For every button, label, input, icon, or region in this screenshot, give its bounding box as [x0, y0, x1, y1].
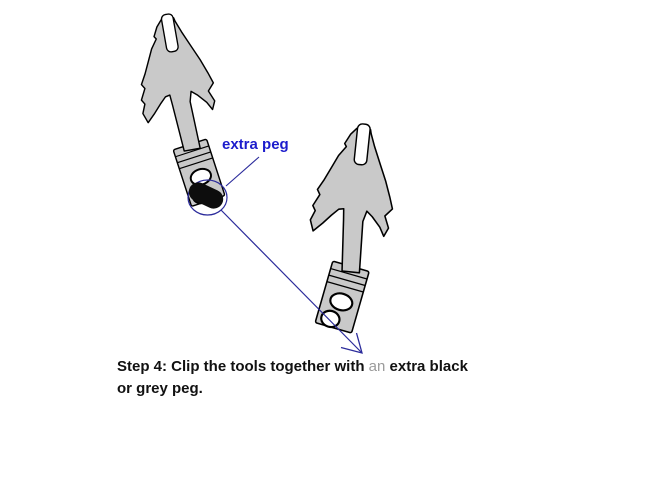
step-caption: Step 4: Clip the tools together with an … — [117, 356, 547, 400]
caption-line1-prefix: Step 4: Clip the tools together with — [117, 358, 369, 375]
tool-arrowhead — [304, 123, 402, 277]
extra-peg-shape — [188, 182, 224, 209]
peg-tool-left — [126, 12, 226, 208]
tool-handle — [314, 260, 371, 335]
pointer-arrowhead-icon — [340, 332, 363, 354]
extra-peg-label: extra peg — [222, 136, 289, 153]
label-pointer-line — [225, 156, 260, 187]
caption-line-2: or grey peg. — [117, 380, 203, 397]
caption-line-1: Step 4: Clip the tools together with an … — [117, 356, 547, 378]
caption-line1-suffix: extra black — [385, 358, 468, 375]
peg-highlight-circle — [187, 179, 228, 216]
pointer-arrow-shaft — [220, 209, 363, 354]
peg-tool-right — [304, 122, 402, 335]
caption-faded-word: an — [368, 358, 386, 375]
